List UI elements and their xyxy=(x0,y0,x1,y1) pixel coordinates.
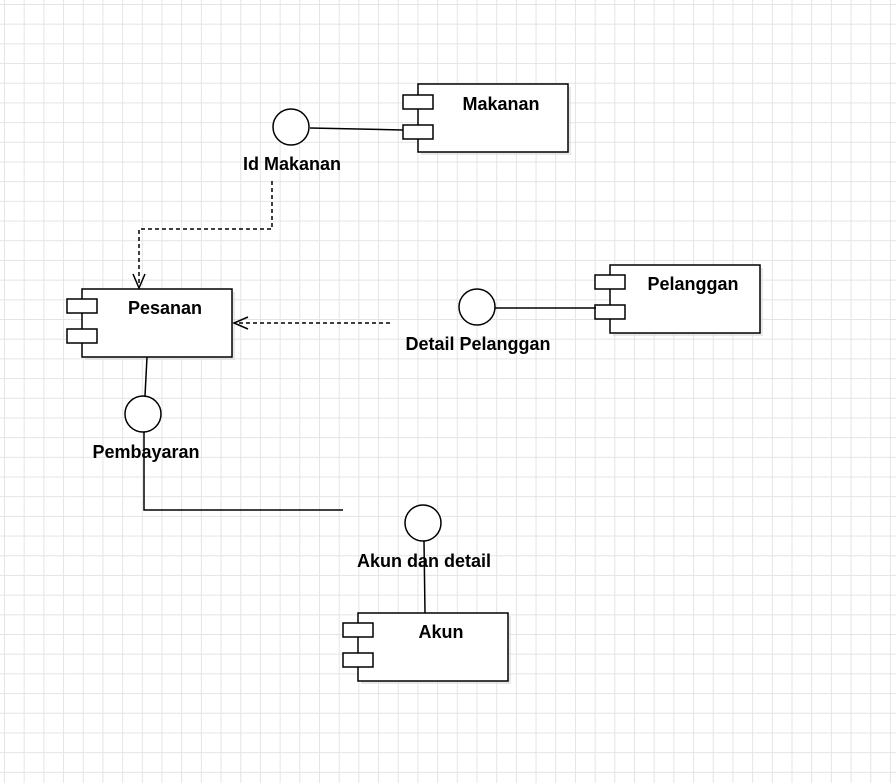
provided-interface-icon xyxy=(124,395,162,433)
component-makanan[interactable]: Makanan xyxy=(402,83,571,155)
interface-detail-pelanggan[interactable]: Detail Pelanggan xyxy=(405,288,596,354)
dependency-detail-pelanggan-to-pesanan[interactable] xyxy=(232,316,390,330)
component-title-pesanan: Pesanan xyxy=(128,298,202,318)
component-title-akun: Akun xyxy=(419,622,464,642)
component-title-pelanggan: Pelanggan xyxy=(647,274,738,294)
connector-line xyxy=(144,356,148,397)
provided-interface-icon xyxy=(404,504,442,542)
arrowhead-icon xyxy=(232,316,249,330)
dependency-id-makanan-to-pesanan[interactable] xyxy=(132,181,273,290)
component-pesanan[interactable]: Pesanan xyxy=(66,288,235,360)
arrowhead-icon xyxy=(132,273,146,290)
connector-line xyxy=(423,540,426,614)
component-port-icon xyxy=(594,274,626,290)
component-port-icon xyxy=(66,298,98,314)
connector-line xyxy=(143,432,343,511)
component-port-icon xyxy=(66,328,98,344)
interface-label-akun-dan-detail: Akun dan detail xyxy=(357,551,491,571)
interface-label-id-makanan: Id Makanan xyxy=(243,154,341,174)
component-port-icon xyxy=(594,304,626,320)
interface-id-makanan[interactable]: Id Makanan xyxy=(243,108,404,174)
component-port-icon xyxy=(342,652,374,668)
provided-interface-icon xyxy=(458,288,496,326)
component-port-icon xyxy=(402,124,434,140)
interface-label-pembayaran: Pembayaran xyxy=(92,442,199,462)
provided-interface-icon xyxy=(272,108,310,146)
connector-line xyxy=(309,127,404,131)
dependency-line xyxy=(138,181,273,286)
component-title-makanan: Makanan xyxy=(462,94,539,114)
interface-akun-dan-detail[interactable]: Akun dan detail xyxy=(357,504,491,614)
interface-pembayaran[interactable]: Pembayaran xyxy=(92,356,343,511)
component-akun[interactable]: Akun xyxy=(342,612,511,684)
interface-label-detail-pelanggan: Detail Pelanggan xyxy=(405,334,550,354)
component-port-icon xyxy=(402,94,434,110)
component-port-icon xyxy=(342,622,374,638)
component-pelanggan[interactable]: Pelanggan xyxy=(594,264,763,336)
